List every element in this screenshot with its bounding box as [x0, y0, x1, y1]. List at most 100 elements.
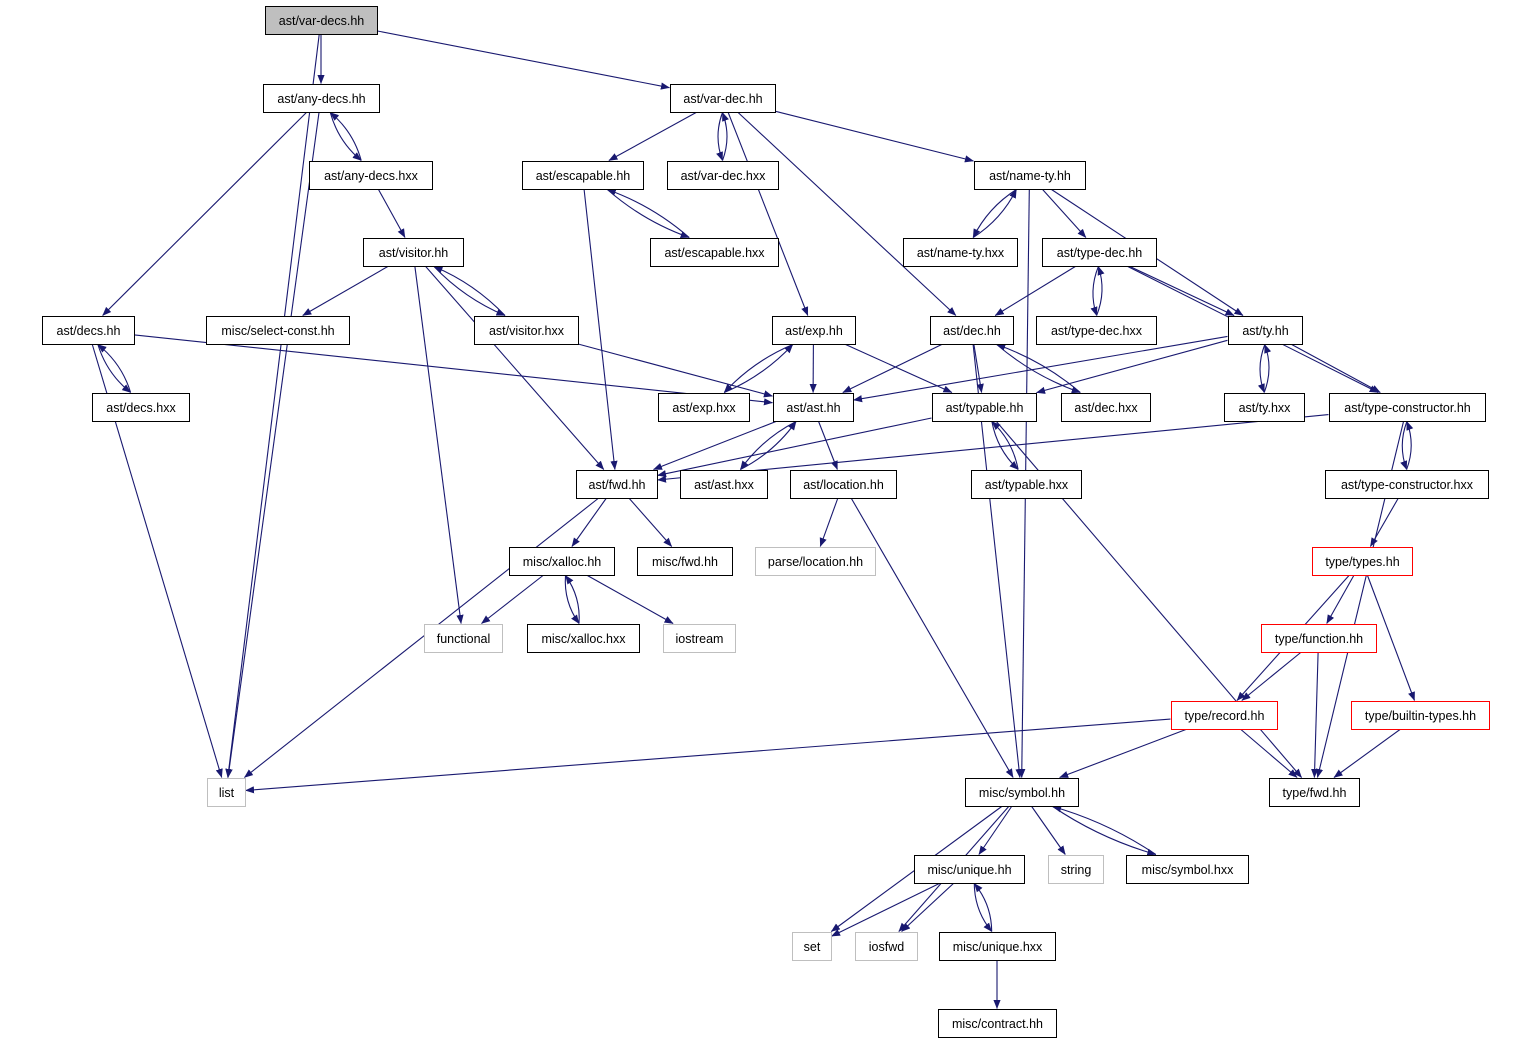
node-type-record-hh[interactable]: type/record.hh	[1171, 701, 1278, 730]
node-ast-name-ty-hh[interactable]: ast/name-ty.hh	[974, 161, 1086, 190]
node-label: misc/xalloc.hh	[523, 555, 602, 569]
edge-any-decs-hxx-to-any-decs-hh	[329, 112, 362, 161]
edge-arrow	[244, 498, 599, 778]
node-list[interactable]: list	[207, 778, 246, 807]
node-box	[974, 161, 1086, 190]
node-ast-exp-hxx[interactable]: ast/exp.hxx	[658, 393, 750, 422]
node-box	[792, 932, 832, 961]
node-ast-any-decs-hh[interactable]: ast/any-decs.hh	[263, 84, 380, 113]
node-ast-type-constructor-hxx[interactable]: ast/type-constructor.hxx	[1325, 470, 1489, 499]
node-ast-dec-hxx[interactable]: ast/dec.hxx	[1061, 393, 1151, 422]
node-ast-type-dec-hxx[interactable]: ast/type-dec.hxx	[1036, 316, 1157, 345]
edge-arrow	[737, 112, 957, 316]
node-label: list	[219, 786, 235, 800]
edge-arrow	[653, 420, 777, 471]
node-box	[1228, 316, 1303, 345]
node-ast-location-hh[interactable]: ast/location.hh	[790, 470, 897, 499]
edge-dec-hxx-to-dec-hh	[996, 343, 1081, 393]
node-ast-typable-hh[interactable]: ast/typable.hh	[932, 393, 1037, 422]
node-ast-escapable-hh[interactable]: ast/escapable.hh	[522, 161, 644, 190]
node-misc-select-const-hh[interactable]: misc/select-const.hh	[206, 316, 350, 345]
node-box	[773, 393, 854, 422]
node-ast-typable-hxx[interactable]: ast/typable.hxx	[971, 470, 1082, 499]
node-box	[1269, 778, 1360, 807]
node-ast-fwd-hh[interactable]: ast/fwd.hh	[576, 470, 658, 499]
edge-arrow	[716, 112, 724, 161]
edge-symbol-hxx-to-symbol-hh	[1052, 805, 1157, 855]
node-type-types-hh[interactable]: type/types.hh	[1312, 547, 1413, 576]
node-ast-any-decs-hxx[interactable]: ast/any-decs.hxx	[309, 161, 433, 190]
edge-xalloc-hxx-to-xalloc-hh	[565, 575, 580, 624]
edge-arrow	[1036, 339, 1228, 394]
node-ast-ast-hxx[interactable]: ast/ast.hxx	[680, 470, 768, 499]
node-ast-var-dec-hh[interactable]: ast/var-dec.hh	[670, 84, 776, 113]
edge-name-ty-hh-to-type-dec-hh	[1042, 189, 1087, 238]
node-misc-xalloc-hh[interactable]: misc/xalloc.hh	[509, 547, 615, 576]
edge-exp-hh-to-typable-hh	[845, 343, 953, 394]
node-label: type/function.hh	[1275, 632, 1363, 646]
edge-symbol-hh-to-string	[1031, 806, 1066, 855]
node-label: misc/select-const.hh	[221, 324, 334, 338]
node-string[interactable]: string	[1048, 855, 1104, 884]
edge-arrow	[657, 414, 1329, 483]
node-ast-var-dec-hxx[interactable]: ast/var-dec.hxx	[667, 161, 779, 190]
node-ast-dec-hh[interactable]: ast/dec.hh	[930, 316, 1014, 345]
edge-any-decs-hh-to-list	[225, 112, 320, 778]
node-misc-fwd-hh[interactable]: misc/fwd.hh	[637, 547, 733, 576]
node-ast-name-ty-hxx[interactable]: ast/name-ty.hxx	[903, 238, 1018, 267]
edge-var-dec-hh-to-var-dec-hxx	[716, 112, 724, 161]
edge-arrow	[377, 30, 670, 90]
edge-arrow	[994, 266, 1076, 316]
edge-visitor-hxx-to-visitor-hh	[433, 265, 506, 316]
edge-ty-hh-to-typable-hh	[1036, 339, 1228, 394]
node-ast-var-decs-hh[interactable]: ast/var-decs.hh	[265, 6, 378, 35]
node-misc-xalloc-hxx[interactable]: misc/xalloc.hxx	[527, 624, 640, 653]
edge-arrow	[853, 335, 1228, 403]
node-misc-unique-hh[interactable]: misc/unique.hh	[914, 855, 1025, 884]
edge-dec-hh-to-typable-hh	[973, 344, 984, 393]
node-misc-contract-hh[interactable]: misc/contract.hh	[938, 1009, 1057, 1038]
node-box	[576, 470, 658, 499]
node-box	[509, 547, 615, 576]
node-box	[522, 161, 644, 190]
node-ast-type-dec-hh[interactable]: ast/type-dec.hh	[1042, 238, 1157, 267]
node-ast-ast-hh[interactable]: ast/ast.hh	[773, 393, 854, 422]
node-misc-unique-hxx[interactable]: misc/unique.hxx	[939, 932, 1056, 961]
node-box	[855, 932, 918, 961]
edge-type-constructor-hxx-to-type-constructor-hh	[1406, 421, 1414, 470]
edge-arrow	[723, 344, 794, 394]
node-ast-decs-hh[interactable]: ast/decs.hh	[42, 316, 135, 345]
edge-typable-hh-to-fwd-hh	[657, 417, 932, 478]
node-ast-ty-hxx[interactable]: ast/ty.hxx	[1224, 393, 1305, 422]
node-box	[650, 238, 779, 267]
node-label: set	[804, 940, 821, 954]
node-layer: ast/var-decs.hh ast/any-decs.hh ast/var-de…	[42, 6, 1490, 1038]
node-type-builtin-types-hh[interactable]: type/builtin-types.hh	[1351, 701, 1490, 730]
node-ast-exp-hh[interactable]: ast/exp.hh	[772, 316, 856, 345]
node-ast-visitor-hh[interactable]: ast/visitor.hh	[363, 238, 464, 267]
edge-type-dec-hh-to-ty-hh	[1129, 266, 1235, 316]
node-parse-location-hh[interactable]: parse/location.hh	[755, 547, 876, 576]
node-label: ast/ast.hxx	[694, 478, 754, 492]
node-ast-ty-hh[interactable]: ast/ty.hh	[1228, 316, 1303, 345]
edge-ty-hh-to-type-constructor-hh	[1291, 344, 1381, 393]
node-misc-symbol-hh[interactable]: misc/symbol.hh	[965, 778, 1079, 807]
node-type-fwd-hh[interactable]: type/fwd.hh	[1269, 778, 1360, 807]
node-ast-decs-hxx[interactable]: ast/decs.hxx	[92, 393, 190, 422]
node-ast-escapable-hxx[interactable]: ast/escapable.hxx	[650, 238, 779, 267]
edge-var-dec-hh-to-exp-hh	[727, 112, 809, 316]
node-type-function-hh[interactable]: type/function.hh	[1261, 624, 1377, 653]
node-misc-symbol-hxx[interactable]: misc/symbol.hxx	[1126, 855, 1249, 884]
node-ast-visitor-hxx[interactable]: ast/visitor.hxx	[474, 316, 579, 345]
node-label: ast/var-dec.hxx	[681, 169, 767, 183]
node-set[interactable]: set	[792, 932, 832, 961]
node-label: ast/typable.hxx	[985, 478, 1069, 492]
node-ast-type-constructor-hh[interactable]: ast/type-constructor.hh	[1329, 393, 1486, 422]
node-iostream[interactable]: iostream	[663, 624, 736, 653]
edge-type-dec-hh-to-type-dec-hxx	[1090, 266, 1099, 316]
node-functional[interactable]: functional	[424, 624, 503, 653]
node-iosfwd[interactable]: iosfwd	[855, 932, 918, 961]
edge-arrow	[102, 112, 307, 316]
edge-arrow	[583, 189, 618, 470]
node-label: type/types.hh	[1325, 555, 1399, 569]
